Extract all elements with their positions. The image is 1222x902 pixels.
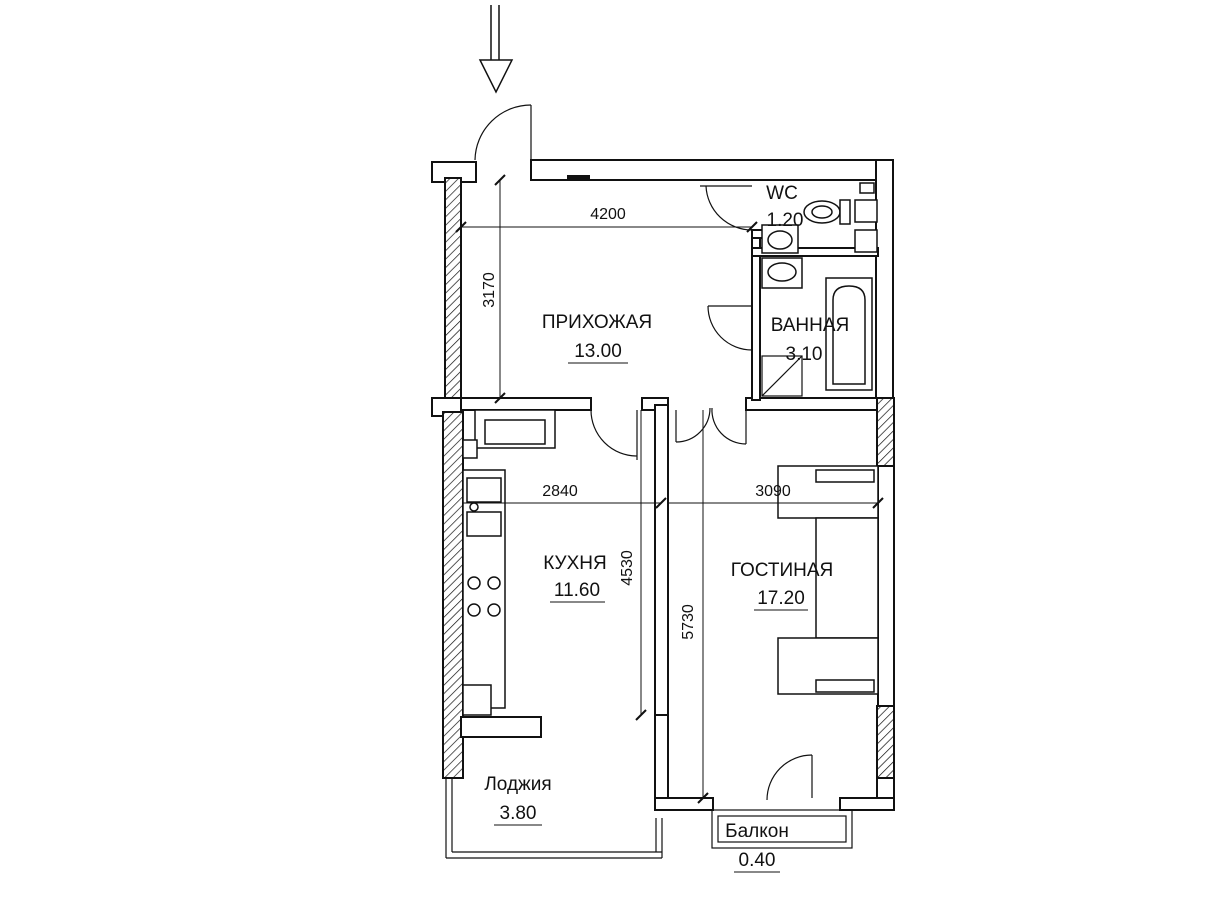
bathroom-name: ВАННАЯ (771, 315, 850, 336)
living-width-dim: 3090 (755, 483, 791, 500)
kitchen-name: КУХНЯ (543, 553, 606, 574)
loggia-area: 3.80 (500, 803, 537, 824)
hallway-name: ПРИХОЖАЯ (542, 312, 652, 333)
hallway-area: 13.00 (574, 341, 622, 362)
hallway-height-dim: 3170 (481, 272, 498, 308)
dimension-lines (455, 174, 884, 804)
interior-doors (590, 407, 813, 801)
living-name: ГОСТИНАЯ (731, 560, 833, 581)
loggia-outline (445, 778, 663, 859)
balcony-area: 0.40 (739, 850, 776, 871)
hallway-width-dim: 4200 (590, 206, 626, 223)
loggia-name: Лоджия (484, 774, 551, 795)
balcony-name: Балкон (725, 821, 789, 842)
living-height-dim: 5730 (680, 604, 697, 640)
balcony-outline (711, 809, 853, 849)
kitchen-fixtures (462, 409, 556, 716)
wc-fixtures (761, 182, 878, 254)
living-sofa (777, 465, 879, 695)
entrance-arrow-icon (478, 5, 514, 94)
bathroom-area: 3.10 (786, 344, 823, 365)
kitchen-height-dim: 4530 (619, 550, 636, 586)
bathroom-partitions (700, 185, 879, 401)
kitchen-width-dim: 2840 (542, 483, 578, 500)
wc-area: 1.20 (767, 210, 804, 231)
wc-name: WC (766, 183, 798, 204)
kitchen-area: 11.60 (554, 580, 600, 601)
bathroom-fixtures (761, 257, 873, 397)
living-area: 17.20 (757, 588, 805, 609)
entrance-door (474, 104, 532, 161)
